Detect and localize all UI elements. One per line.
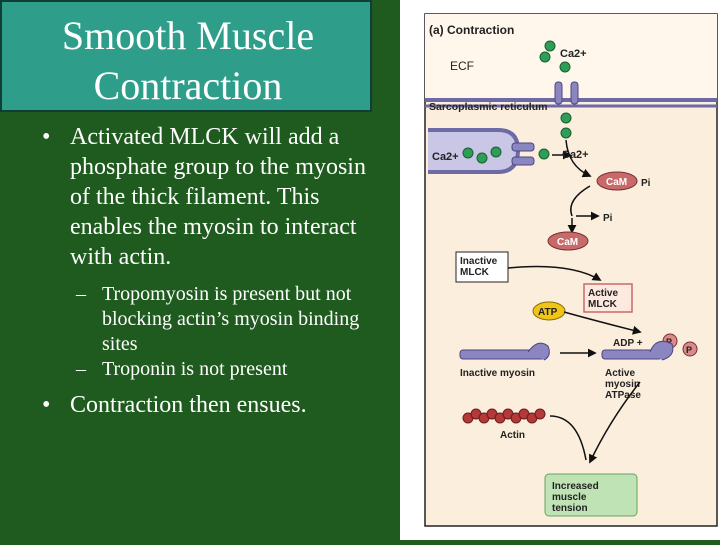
cam-icon [547, 231, 589, 251]
cam-label-2: CaM [557, 237, 578, 248]
title-box: Smooth Muscle Contraction [0, 0, 372, 112]
calcium-ion-icon [490, 146, 502, 158]
sub-bullet-item: –Troponin is not present [38, 357, 383, 382]
diagram-heading: (a) Contraction [429, 23, 514, 37]
cam-label: CaM [606, 177, 627, 188]
arrow [563, 311, 642, 335]
sub-bullet-item: –Tropomyosin is present but not blocking… [38, 282, 383, 357]
calcium-channel-icon [554, 81, 563, 105]
sr-channel-icon [511, 156, 535, 166]
adp-label: ADP + [613, 338, 643, 349]
arrow [507, 265, 602, 281]
actin-filament-icon [462, 408, 546, 424]
calcium-ion-icon [539, 51, 551, 63]
arrow [565, 139, 592, 178]
myosin-head-icon [649, 340, 674, 361]
arrow-path [570, 185, 591, 217]
active-mlck-box [583, 283, 633, 313]
calcium-ion-icon [560, 112, 572, 124]
bullet-item: • Activated MLCK will add a phosphate gro… [38, 122, 383, 272]
calcium-ion-icon [462, 147, 474, 159]
cam-complex-icon [596, 171, 638, 191]
myosin-head-icon [527, 342, 550, 361]
tension-box [544, 473, 638, 517]
inactive-myosin-label: Inactive myosin [460, 368, 535, 379]
phosphate-icon [682, 341, 698, 357]
calcium-ion-icon [538, 148, 550, 160]
bullet-dot-icon: • [42, 392, 51, 418]
bullet-dot-icon: • [42, 124, 51, 150]
bullet-item: • Contraction then ensues. [38, 390, 383, 420]
sub-bullet-text: Tropomyosin is present but not blocking … [102, 283, 360, 355]
calcium-label-top: Ca2+ [560, 48, 587, 60]
calcium-ion-icon [560, 127, 572, 139]
arrow [589, 381, 641, 464]
title-line-2: Contraction [93, 63, 283, 108]
pi-label-1: Pi [641, 178, 651, 189]
title-line-1: Smooth Muscle [61, 13, 315, 58]
phosphate-label-2: P [686, 345, 692, 355]
actin-label: Actin [500, 430, 525, 441]
bullet-text: Activated MLCK will add a phosphate grou… [70, 124, 366, 270]
arrow-path [549, 415, 587, 461]
calcium-label-left: Ca2+ [432, 151, 459, 163]
atp-icon [532, 301, 566, 321]
atp-label: ATP [538, 307, 558, 318]
calcium-ion-icon [476, 152, 488, 164]
diagram-panel: (a) Contraction ECF Ca2+ Sarcoplasmic re… [400, 0, 720, 540]
calcium-label-right: Ca2+ [562, 149, 589, 161]
ecf-label: ECF [450, 59, 474, 73]
calcium-ion-icon [544, 40, 556, 52]
bullet-list: • Activated MLCK will add a phosphate gro… [38, 122, 383, 420]
sub-bullet-text: Troponin is not present [102, 358, 288, 380]
sr-label: Sarcoplasmic reticulum [429, 101, 547, 113]
pi-label-2: Pi [603, 213, 613, 224]
bullet-text: Contraction then ensues. [70, 392, 307, 418]
inactive-mlck-box [455, 251, 509, 283]
dash-icon: – [76, 283, 86, 305]
sr-channel-icon [511, 142, 535, 152]
calcium-channel-icon [570, 81, 579, 105]
phosphate-label-1: P [666, 337, 672, 347]
dash-icon: – [76, 358, 86, 380]
calcium-ion-icon [559, 61, 571, 73]
contraction-diagram: (a) Contraction ECF Ca2+ Sarcoplasmic re… [424, 13, 718, 527]
